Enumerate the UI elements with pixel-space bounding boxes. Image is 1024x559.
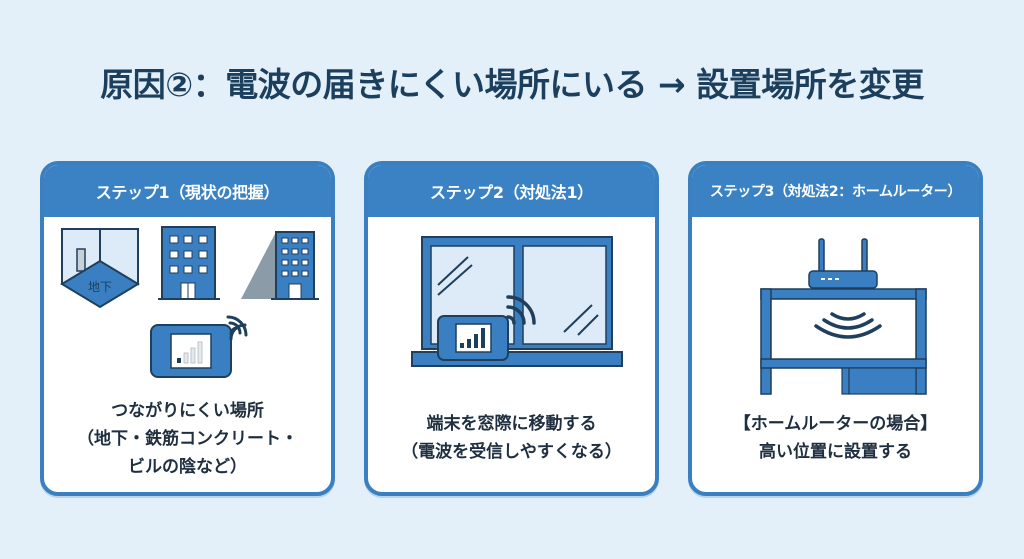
step-2-header: ステップ2（対処法1） [368, 165, 655, 217]
step-1-description: つながりにくい場所 （地下・鉄筋コンクリート・ ビルの陰など） [77, 401, 298, 477]
basement-room-icon: 地下 [60, 228, 140, 309]
step-card-1: ステップ1（現状の把握） 地下 [40, 161, 335, 496]
step-card-3: ステップ3（対処法2：ホームルーター） [688, 161, 983, 496]
wifi-signal-icon [226, 315, 248, 341]
step-3-description: 【ホームルーターの場合】 高い位置に設置する [733, 414, 938, 462]
svg-text:地下: 地下 [88, 280, 112, 294]
step-3-header: ステップ3（対処法2：ホームルーター） [692, 165, 979, 217]
mobile-router-weak-signal-icon [150, 324, 232, 378]
step-2-illustration [368, 217, 655, 397]
building-shadow-icon [241, 231, 319, 300]
step-1-illustration: 地下 [44, 217, 331, 397]
building-icon [158, 226, 220, 300]
shelf-icon [760, 288, 927, 395]
mobile-router-strong-signal-icon [437, 315, 509, 361]
home-router-icon [808, 238, 878, 289]
step-2-description: 端末を窓際に移動する （電波を受信しやすくなる） [401, 414, 622, 462]
step-3-illustration [692, 217, 979, 397]
wifi-signal-icon [814, 312, 882, 339]
page-title: 原因②：電波の届きにくい場所にいる → 設置場所を変更 [100, 65, 924, 104]
step-card-2: ステップ2（対処法1） [364, 161, 659, 496]
wifi-signal-icon [506, 295, 536, 325]
step-1-header: ステップ1（現状の把握） [44, 165, 331, 217]
